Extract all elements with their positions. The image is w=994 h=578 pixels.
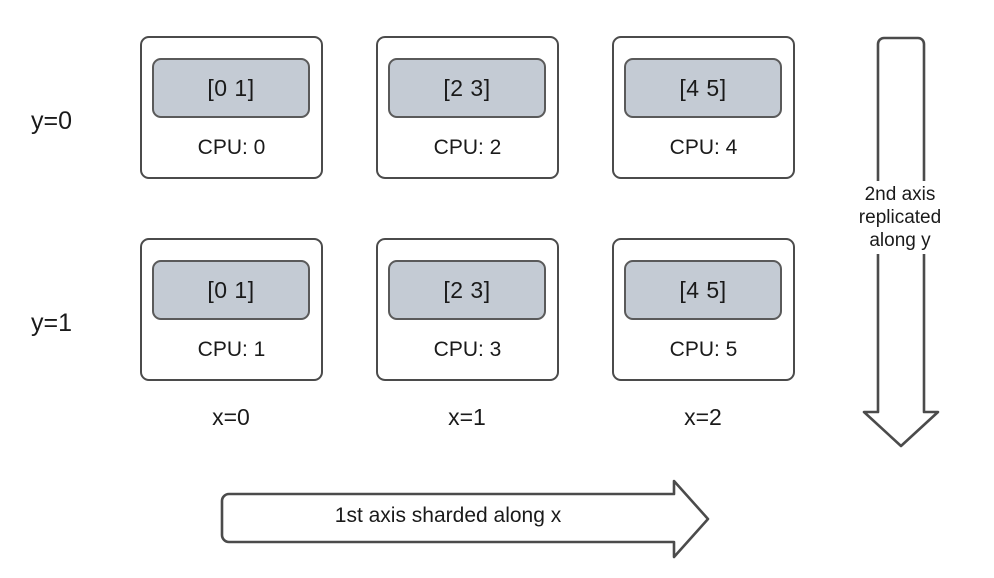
shard-chip: [4 5] [624,260,782,320]
cpu-label: CPU: 3 [433,338,502,361]
device-card-cpu2: [2 3] CPU: 2 [376,36,559,179]
device-card-cpu5: [4 5] CPU: 5 [612,238,795,381]
shard-chip: [2 3] [388,260,546,320]
cpu-label: CPU: 4 [669,136,738,159]
shard-chip: [0 1] [152,58,310,118]
row-label-y0: y=0 [31,107,73,135]
vertical-arrow-caption-line2: replicated [858,207,942,228]
horizontal-arrow-caption: 1st axis sharded along x [334,504,562,527]
vertical-arrow-caption: 2nd axis replicated along y [840,181,960,254]
col-label-x0: x=0 [212,404,250,430]
device-card-cpu4: [4 5] CPU: 4 [612,36,795,179]
cpu-label: CPU: 5 [669,338,738,361]
cpu-label: CPU: 1 [197,338,266,361]
device-card-cpu3: [2 3] CPU: 3 [376,238,559,381]
vertical-arrow-caption-line1: 2nd axis [864,184,936,205]
shard-chip: [0 1] [152,260,310,320]
col-label-x1: x=1 [448,404,486,430]
cpu-label: CPU: 2 [433,136,502,159]
col-label-x2: x=2 [684,404,722,430]
shard-chip: [4 5] [624,58,782,118]
cpu-label: CPU: 0 [197,136,266,159]
vertical-arrow-caption-line3: along y [869,230,931,251]
row-label-y1: y=1 [31,309,73,337]
shard-chip: [2 3] [388,58,546,118]
device-card-cpu1: [0 1] CPU: 1 [140,238,323,381]
device-card-cpu0: [0 1] CPU: 0 [140,36,323,179]
